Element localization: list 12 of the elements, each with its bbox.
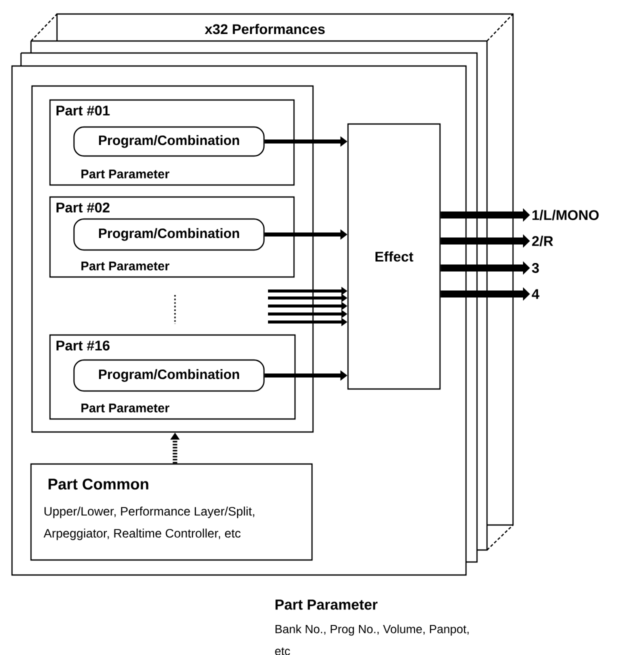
- output-label: 3: [532, 263, 539, 273]
- note-heading: Part Parameter: [276, 600, 378, 610]
- effect-box: Effect: [347, 123, 441, 390]
- program-pill: Program/Combination: [73, 218, 265, 251]
- node-label: x32 Performances: [204, 24, 325, 34]
- program-pill: Program/Combination: [73, 126, 265, 157]
- program-pill: Program/Combination: [73, 359, 265, 392]
- output-label: 4: [532, 289, 540, 299]
- output-label: 1/L/MONO: [532, 210, 599, 220]
- output-label: 2/R: [532, 236, 554, 246]
- part-common-box: Part Common Upper/Lower, Performance Layer/Split, Arpeggiator, Realtime Controller, etc: [30, 463, 313, 561]
- note-text: Bank No., Prog No., Volume, Panpot, etc: [275, 624, 469, 655]
